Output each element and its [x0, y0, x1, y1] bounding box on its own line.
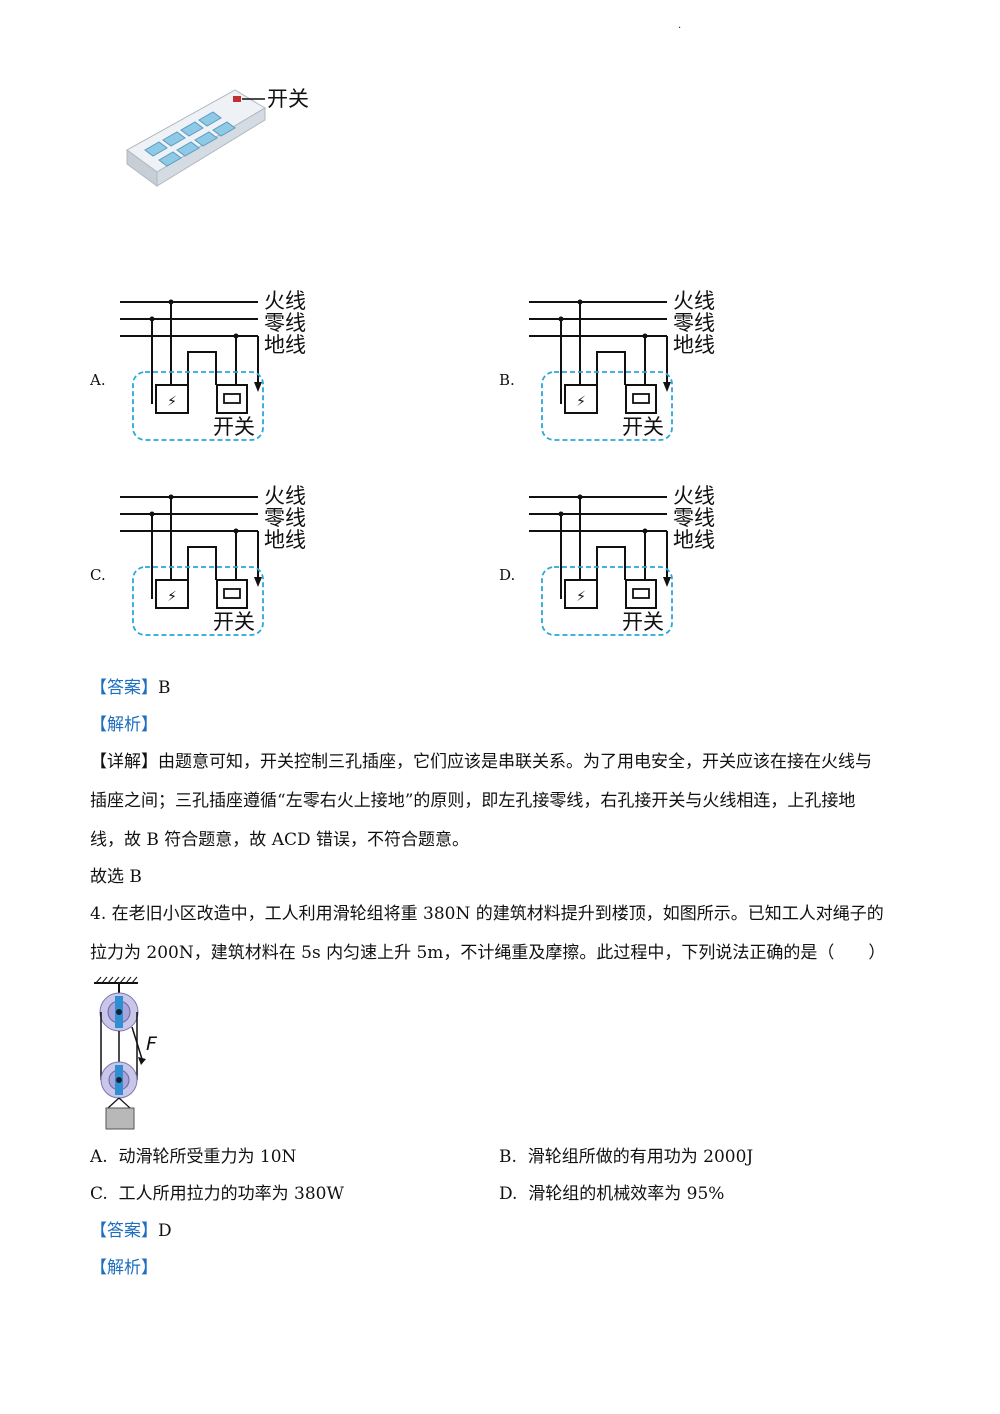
q4-option-d: D. 滑轮组的机械效率为 95%: [499, 1184, 724, 1204]
q4-stem-line-1: 4. 在老旧小区改造中，工人利用滑轮组将重 380N 的建筑材料提升到楼顶，如图…: [90, 904, 884, 924]
circuit-option-a: A. ⚡ 火线零线地线开关: [90, 282, 330, 447]
option-letter: C.: [90, 1184, 108, 1204]
switch-label: 开关: [213, 610, 255, 634]
option-letter: C.: [90, 566, 106, 584]
ground-wire-label: 地线: [264, 528, 306, 552]
answer-tag: 【答案】: [90, 1221, 158, 1241]
ground-wire-label: 地线: [264, 333, 306, 357]
q4-answer: 【答案】D: [90, 1221, 172, 1241]
detail-text-1: 由题意可知，开关控制三孔插座，它们应该是串联关系。为了用电安全，开关应该在接在火…: [158, 752, 872, 772]
q3-detail-line-3: 线，故 B 符合题意，故 ACD 错误，不符合题意。: [90, 830, 470, 850]
ground-wire-label: 地线: [673, 528, 715, 552]
answer-value: B: [158, 678, 171, 698]
ground-wire-label: 地线: [673, 333, 715, 357]
q4-stem-line-2: 拉力为 200N，建筑材料在 5s 内匀速上升 5m，不计绳重及摩擦。此过程中，…: [90, 943, 886, 963]
option-letter: D.: [499, 1184, 518, 1204]
q3-answer: 【答案】B: [90, 678, 171, 698]
pulley-system-figure: F: [94, 976, 158, 1130]
svg-text:⚡: ⚡: [576, 589, 586, 605]
circuit-option-b: B. ⚡ 火线零线地线开关: [499, 282, 739, 447]
option-letter: B.: [499, 371, 515, 389]
neutral-wire-label: 零线: [264, 506, 306, 530]
neutral-wire-label: 零线: [673, 311, 715, 335]
switch-label: 开关: [622, 415, 664, 439]
q4-option-b: B. 滑轮组所做的有用功为 2000J: [499, 1147, 753, 1167]
option-text: 动滑轮所受重力为 10N: [118, 1147, 297, 1167]
switch-label: 开关: [267, 87, 309, 111]
detail-tag: 【详解】: [90, 752, 158, 772]
live-wire-label: 火线: [673, 484, 715, 508]
svg-text:⚡: ⚡: [576, 394, 586, 410]
live-wire-label: 火线: [264, 289, 306, 313]
option-letter: A.: [90, 1147, 108, 1167]
option-letter: D.: [499, 566, 516, 584]
q3-analysis-tag: 【解析】: [90, 715, 158, 735]
option-text: 滑轮组所做的有用功为 2000J: [527, 1147, 754, 1167]
live-wire-label: 火线: [264, 484, 306, 508]
circuit-option-c: C. ⚡ 火线零线地线开关: [90, 477, 330, 642]
switch-label: 开关: [622, 610, 664, 634]
q4-option-a: A. 动滑轮所受重力为 10N: [90, 1147, 296, 1167]
power-strip-figure: 开关: [126, 87, 309, 187]
option-letter: B.: [499, 1147, 517, 1167]
neutral-wire-label: 零线: [264, 311, 306, 335]
q3-conclusion: 故选 B: [90, 867, 142, 887]
option-text: 滑轮组的机械效率为 95%: [528, 1184, 725, 1204]
q4-option-c: C. 工人所用拉力的功率为 380W: [90, 1184, 344, 1204]
page-mark: .: [678, 20, 682, 31]
switch-label: 开关: [213, 415, 255, 439]
answer-value: D: [158, 1221, 172, 1241]
q3-detail-line-1: 【详解】由题意可知，开关控制三孔插座，它们应该是串联关系。为了用电安全，开关应该…: [90, 752, 872, 772]
svg-text:⚡: ⚡: [167, 589, 177, 605]
option-text: 工人所用拉力的功率为 380W: [118, 1184, 344, 1204]
answer-tag: 【答案】: [90, 678, 158, 698]
force-label: F: [146, 1033, 158, 1055]
q3-detail-line-2: 插座之间；三孔插座遵循“左零右火上接地”的原则，即左孔接零线，右孔接开关与火线相…: [90, 791, 856, 811]
live-wire-label: 火线: [673, 289, 715, 313]
circuit-option-d: D. ⚡ 火线零线地线开关: [499, 477, 739, 642]
svg-text:⚡: ⚡: [167, 394, 177, 410]
neutral-wire-label: 零线: [673, 506, 715, 530]
option-letter: A.: [90, 371, 106, 389]
q4-analysis-tag: 【解析】: [90, 1258, 158, 1278]
